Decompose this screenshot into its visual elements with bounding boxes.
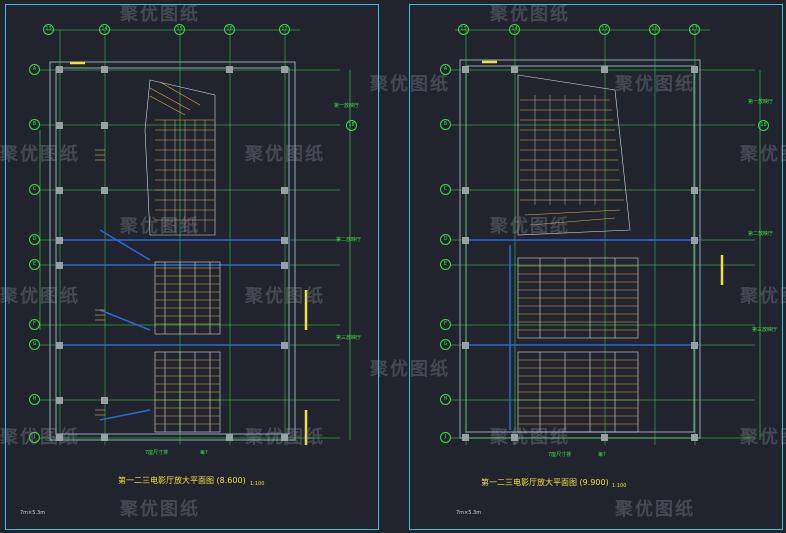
sheet-1-title: 第一二三电影厅放大平面图 (8.600)	[118, 476, 246, 485]
sheet-2-hall-1-seats	[517, 74, 631, 236]
sheet-2-yellow-markers	[482, 60, 724, 285]
sheet-1-stairs	[95, 149, 105, 416]
sheet-1-top-bubble-2: 14	[99, 24, 110, 35]
sheet-1-axis-bubble-3: C	[29, 184, 40, 195]
sheet-1-frame	[5, 4, 379, 530]
sheet-1-axis-bubble-7: G	[29, 339, 40, 350]
sheet-2-top-bubble-2: 14	[509, 24, 520, 35]
sheet-2-frame	[409, 4, 783, 530]
sheet-1-top-bubble-5: 17	[279, 24, 290, 35]
sheet-2-axis-bubble-3: C	[440, 184, 451, 195]
sheet-1-hall-3-seats	[154, 351, 221, 433]
sheet-1-hall-label-2: 第二放映厅	[336, 237, 362, 243]
sheet-1-top-bubble-3: 15	[174, 24, 185, 35]
sheet-1-axis-bubble-2: B	[29, 119, 40, 130]
sheet-1-hall-1-aisles	[164, 120, 206, 232]
sheet-1-top-bubble-4: 16	[224, 24, 235, 35]
sheet-1-hall-2-seats	[154, 261, 221, 335]
sheet-2-axis-lines	[450, 30, 755, 445]
sheet-1-structure	[49, 61, 296, 441]
sheet-2-axis-bubble-1: A	[440, 64, 451, 75]
sheet-2-title: 第一二三电影厅放大平面图 (9.900)	[481, 478, 609, 487]
sheet-1-axis-bubble-8: H	[29, 394, 40, 405]
sheet-2-blue-walls	[466, 239, 700, 430]
sheet-2-columns	[462, 66, 698, 441]
sheet-1-dimension-lines	[39, 29, 351, 440]
sheet-1-columns	[56, 66, 288, 441]
sheet-1-seat-label-b: 每?	[200, 450, 208, 456]
sheet-2-top-bubble-5: 17	[689, 24, 700, 35]
sheet-2-hall-label-2: 第二放映厅	[748, 231, 774, 237]
sheet-2-top-bubble-1: 13	[458, 24, 469, 35]
sheet-2-axis-bubble-5: E	[440, 259, 451, 270]
sheet-2-seat-label-b: 每?	[598, 452, 606, 458]
sheet-2-size-label: 7m×5.3m	[456, 510, 482, 516]
sheet-2-top-bubble-6: 18	[758, 120, 769, 131]
sheet-2-hall-3-seats	[517, 351, 639, 433]
sheet-2-hall-label-1: 第一放映厅	[748, 99, 774, 105]
sheet-2-top-bubble-4: 16	[649, 24, 660, 35]
sheet-2-seat-label-a: 7座尺寸排	[548, 452, 572, 458]
sheet-1-size-label: 7m×5.3m	[20, 510, 46, 516]
sheet-2-axis-bubble-6: F	[440, 319, 451, 330]
sheet-1-axis-bubble-5: E	[29, 259, 40, 270]
sheet-1-hall-label-3: 第三放映厅	[336, 335, 362, 341]
sheet-2-plan	[450, 29, 761, 445]
sheet-1-axis-bubble-1: A	[29, 64, 40, 75]
sheet-2-hall-label-3: 第三放映厅	[752, 327, 778, 333]
sheet-2-hall-1-aisles	[534, 95, 596, 205]
sheet-2-scale: 1:100	[612, 483, 627, 489]
sheet-2-axis-bubble-9: J	[440, 432, 451, 443]
sheet-1-axis-bubble-9: J	[29, 432, 40, 443]
sheet-1-hall-label-1: 第一放映厅	[334, 103, 360, 109]
sheet-2-top-bubble-3: 15	[599, 24, 610, 35]
sheet-1-scale: 1:100	[250, 481, 265, 487]
sheet-2-axis-bubble-8: H	[440, 394, 451, 405]
sheet-2-axis-bubble-2: B	[440, 119, 451, 130]
sheet-2-axis-bubble-7: G	[440, 339, 451, 350]
sheet-1-yellow-markers	[70, 61, 308, 445]
sheet-1-axis-bubble-6: F	[29, 319, 40, 330]
sheet-1-plan	[39, 29, 351, 445]
sheet-2-hall-2-seats	[517, 257, 639, 339]
sheet-1-top-bubble-1: 13	[43, 24, 54, 35]
sheet-1-blue-walls	[60, 229, 290, 421]
sheet-1-seat-label-a: 7座尺寸排	[145, 450, 169, 456]
sheet-1-axis-bubble-4: D	[29, 234, 40, 245]
sheet-2-axis-bubble-4: D	[440, 234, 451, 245]
sheet-2-dimension-lines	[455, 29, 761, 440]
sheet-1-top-bubble-6: 18	[346, 120, 357, 131]
